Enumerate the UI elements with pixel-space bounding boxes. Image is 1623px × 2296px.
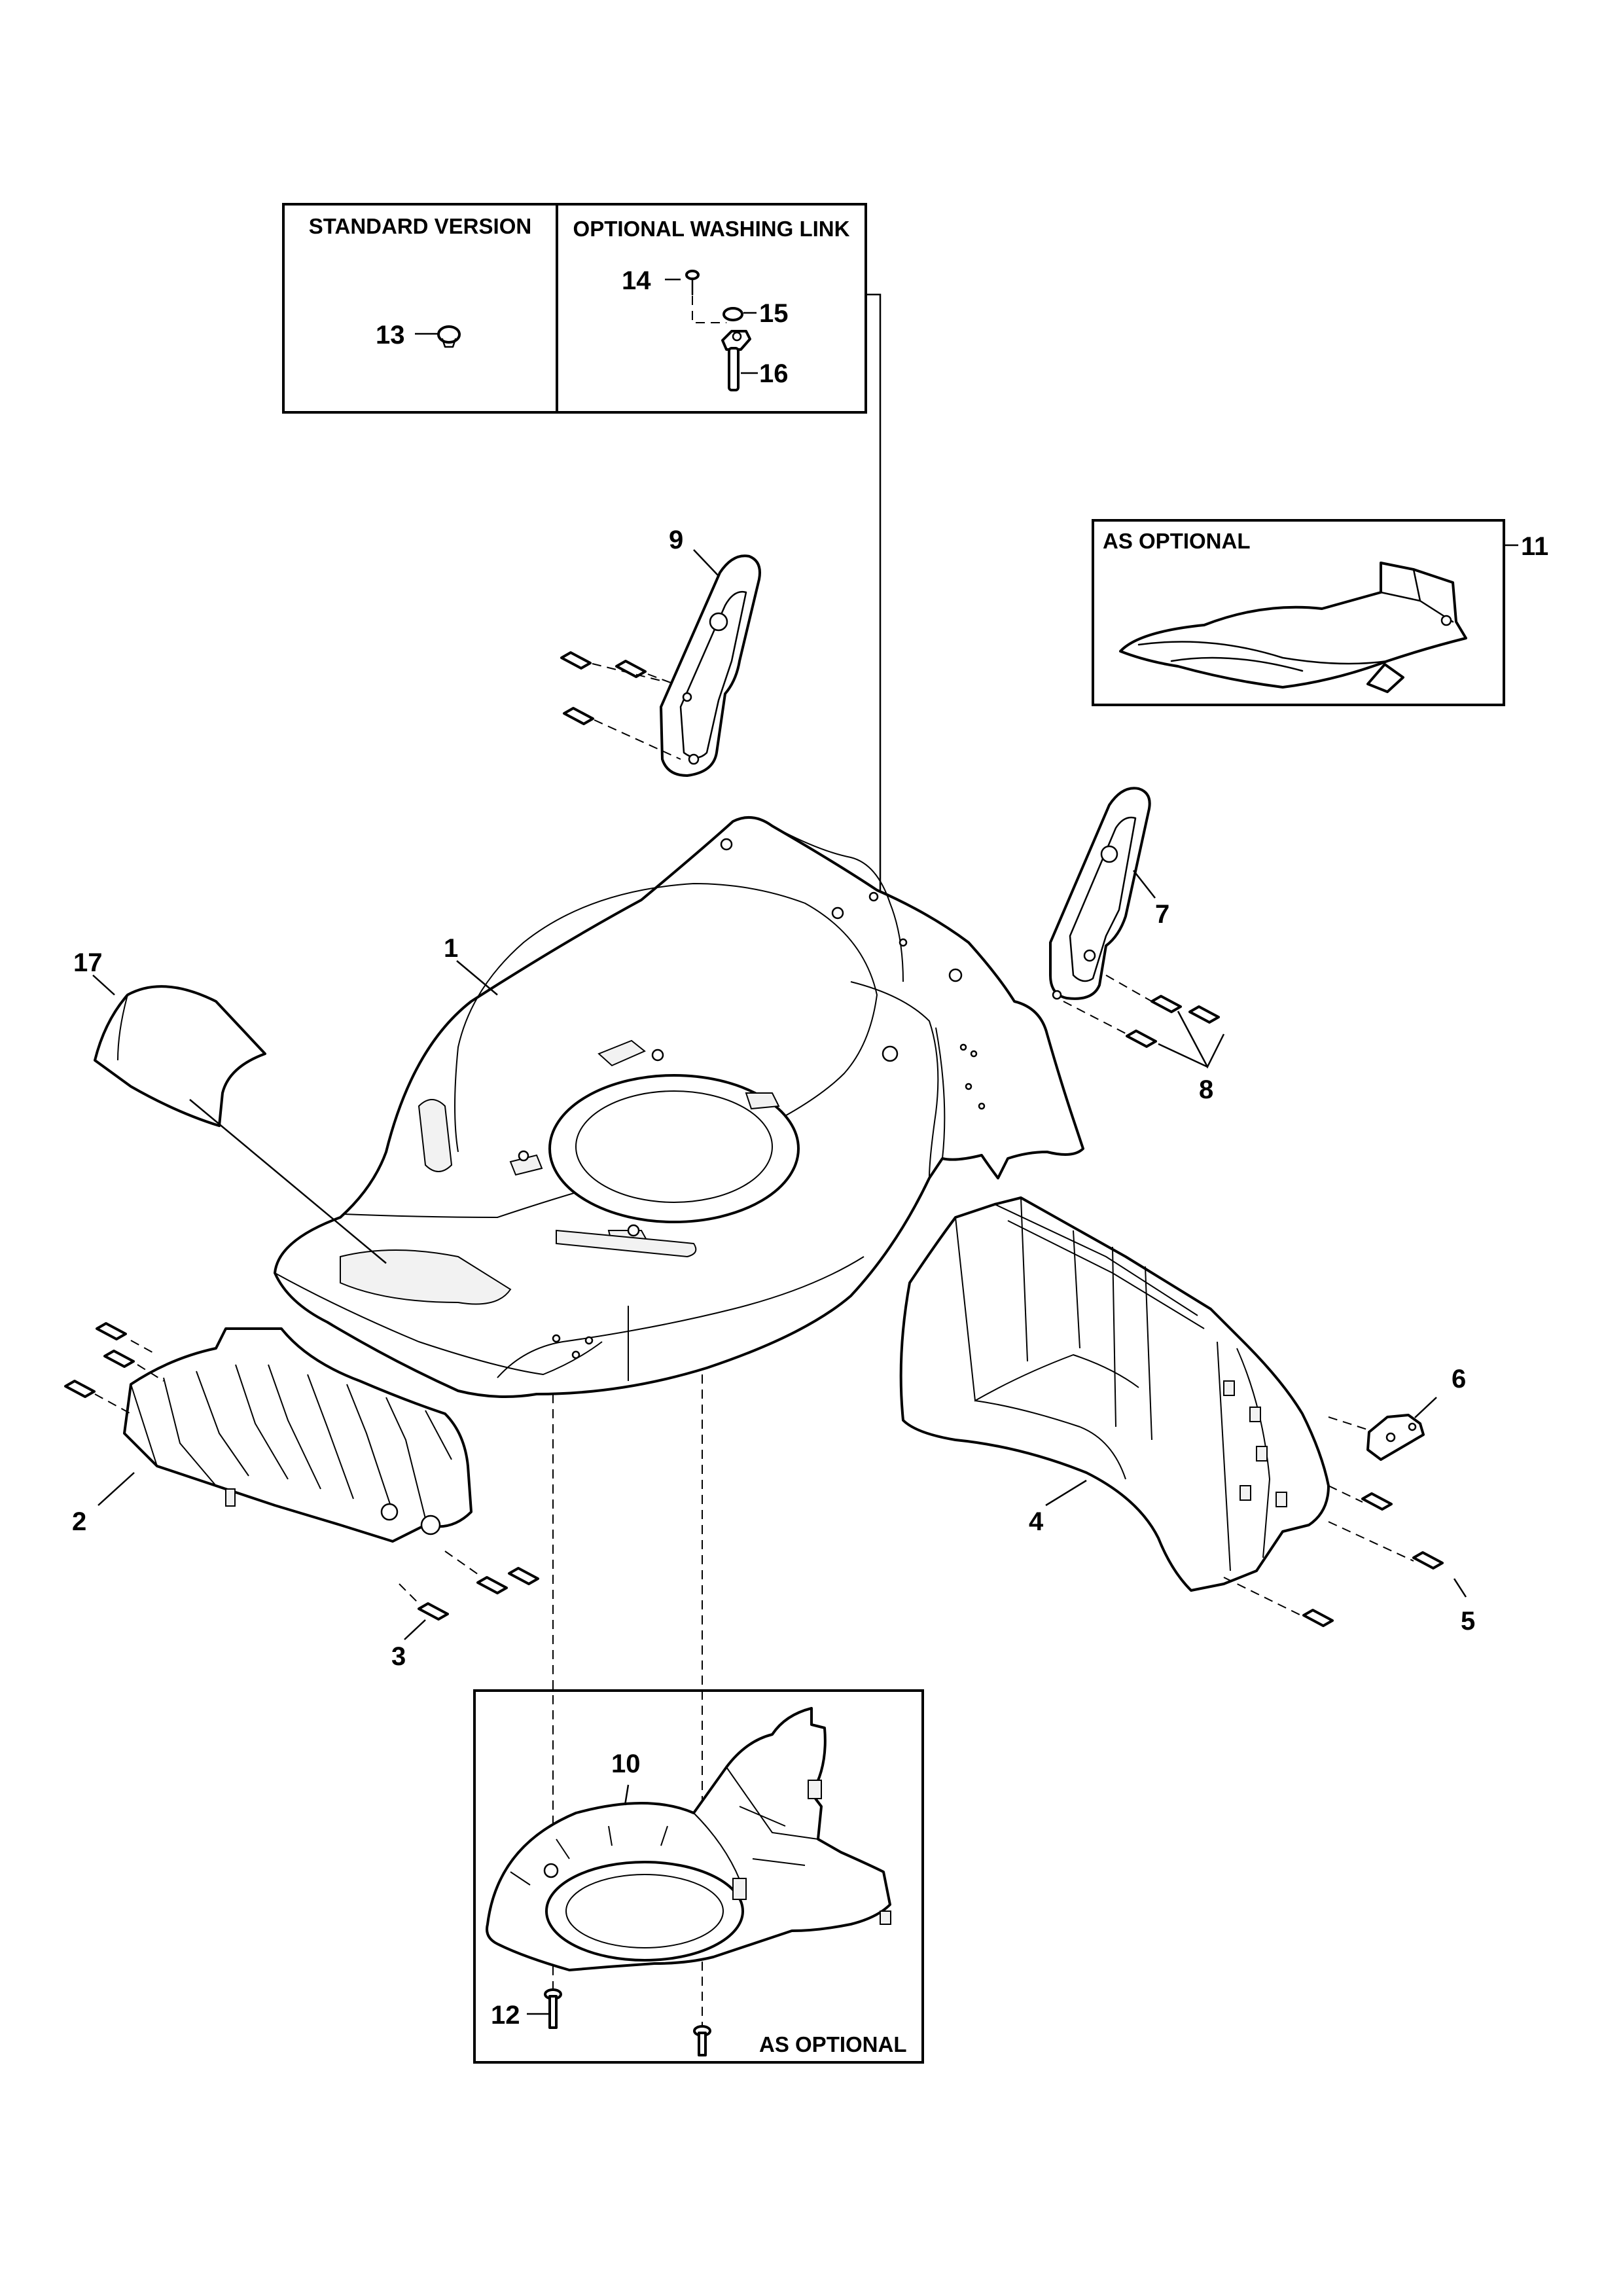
bolts-2-left bbox=[64, 1322, 164, 1414]
optional-box-11: AS OPTIONAL 11 bbox=[1092, 519, 1548, 706]
flap-17: 17 bbox=[73, 948, 387, 1264]
label-12: 12 bbox=[491, 2001, 520, 2030]
bolts-5: 5 bbox=[1223, 1485, 1475, 1636]
mulching-plug-11 bbox=[1119, 562, 1467, 693]
label-6: 6 bbox=[1452, 1365, 1466, 1393]
mulching-kit-10: 10 bbox=[486, 1707, 891, 1971]
handle-bracket-7: 7 8 bbox=[1049, 787, 1225, 1104]
washing-link-pointer bbox=[866, 293, 882, 1060]
label-4: 4 bbox=[1029, 1507, 1044, 1536]
rear-guard-2: 2 bbox=[72, 1327, 473, 1543]
label-9: 9 bbox=[669, 526, 683, 554]
label-16: 16 bbox=[759, 359, 789, 388]
label-7: 7 bbox=[1155, 900, 1169, 929]
as-optional-caption-top: AS OPTIONAL bbox=[1103, 529, 1251, 553]
standard-version-caption: STANDARD VERSION bbox=[309, 214, 531, 238]
bolts-3: 3 bbox=[391, 1551, 539, 1671]
label-15: 15 bbox=[759, 299, 789, 328]
label-17: 17 bbox=[73, 948, 103, 977]
grass-chute-4: 4 bbox=[899, 1196, 1330, 1592]
label-10: 10 bbox=[611, 1749, 641, 1778]
mower-deck-1: 1 bbox=[274, 816, 1084, 1398]
label-5: 5 bbox=[1461, 1607, 1475, 1636]
label-11: 11 bbox=[1521, 532, 1548, 561]
label-2: 2 bbox=[72, 1507, 86, 1536]
washing-link-16: 16 bbox=[721, 330, 789, 391]
bolts-8 bbox=[1063, 975, 1225, 1069]
as-optional-caption-bottom: AS OPTIONAL bbox=[759, 2032, 907, 2056]
screws-12: 12 bbox=[491, 1988, 711, 2056]
plug-13: 13 bbox=[376, 321, 461, 350]
handle-bracket-9: 9 bbox=[560, 526, 761, 777]
label-14: 14 bbox=[622, 266, 651, 295]
label-8: 8 bbox=[1199, 1075, 1213, 1104]
assembly-line-14-15 bbox=[692, 296, 726, 323]
label-1: 1 bbox=[444, 934, 458, 963]
bolts-9 bbox=[560, 651, 681, 760]
optional-box-10: AS OPTIONAL 10 12 bbox=[473, 1689, 924, 2064]
washer-15: 15 bbox=[722, 299, 789, 328]
plate-6: 6 bbox=[1328, 1365, 1466, 1461]
label-3: 3 bbox=[391, 1642, 406, 1671]
version-box: STANDARD VERSION OPTIONAL WASHING LINK 1… bbox=[282, 203, 882, 1060]
label-13: 13 bbox=[376, 321, 405, 350]
optional-washing-link-caption: OPTIONAL WASHING LINK bbox=[573, 217, 850, 241]
screw-14: 14 bbox=[622, 266, 700, 296]
